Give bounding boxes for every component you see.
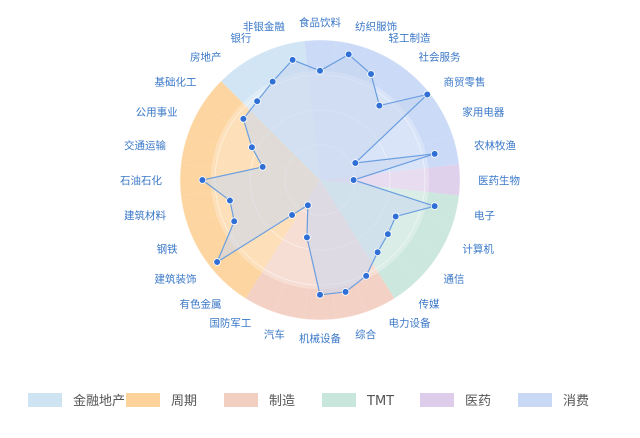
data-point-26 <box>268 77 277 86</box>
grid-ring-3 <box>179 39 461 321</box>
legend-label-0: 金融地产 <box>73 393 125 409</box>
category-label-17: 有色金属 <box>179 298 221 311</box>
data-point-20 <box>226 196 234 205</box>
category-label-1: 纺织服饰 <box>355 20 397 33</box>
category-label-4: 商贸零售 <box>444 75 486 88</box>
data-point-12 <box>362 272 370 280</box>
category-label-26: 银行 <box>230 32 251 45</box>
data-point-21 <box>198 176 207 184</box>
category-label-6: 农林牧渔 <box>474 139 516 152</box>
data-point-2 <box>367 70 375 78</box>
legend-label-1: 周期 <box>171 394 197 409</box>
category-label-11: 传媒 <box>419 298 440 311</box>
data-point-5 <box>351 159 360 167</box>
legend-swatch-0 <box>28 393 62 407</box>
category-label-18: 建筑装饰 <box>154 273 196 286</box>
data-point-13 <box>341 288 350 296</box>
category-label-25: 房地产 <box>190 50 222 63</box>
category-label-12: 电力设备 <box>389 316 431 329</box>
legend-swatch-2 <box>224 393 258 407</box>
data-point-23 <box>248 143 256 152</box>
category-label-21: 石油石化 <box>120 174 162 187</box>
legend-label-3: TMT <box>366 394 394 409</box>
legend-swatch-5 <box>518 393 552 407</box>
category-label-5: 家用电器 <box>462 105 504 118</box>
data-point-19 <box>230 217 239 226</box>
data-point-3 <box>375 101 384 110</box>
sector-bg-16 <box>245 180 320 313</box>
category-label-19: 钢铁 <box>157 243 178 256</box>
radar-series <box>198 50 439 299</box>
category-label-0: 食品饮料 <box>299 16 341 29</box>
category-label-15: 汽车 <box>264 328 285 341</box>
data-point-6 <box>430 150 439 158</box>
category-label-20: 建筑材料 <box>124 209 166 222</box>
category-label-8: 电子 <box>474 209 495 222</box>
category-label-2: 轻工制造 <box>389 32 431 45</box>
data-point-18 <box>213 258 221 266</box>
data-point-4 <box>423 90 432 99</box>
category-label-9: 计算机 <box>462 243 494 256</box>
data-point-24 <box>239 115 248 123</box>
category-label-10: 通信 <box>444 274 465 286</box>
data-point-22 <box>258 163 267 171</box>
category-label-22: 交通运输 <box>124 139 166 152</box>
category-label-13: 综合 <box>355 328 376 341</box>
legend: 金融地产 周期 制造 TMT 医药 消费 <box>28 393 589 409</box>
category-label-23: 公用事业 <box>136 105 178 118</box>
legend-swatch-3 <box>322 393 356 407</box>
data-point-15 <box>303 233 311 242</box>
category-label-16: 国防军工 <box>209 316 251 329</box>
data-point-16 <box>304 201 312 210</box>
category-label-27: 非银金融 <box>243 20 285 33</box>
category-label-24: 基础化工 <box>154 75 196 88</box>
data-point-14 <box>316 290 324 299</box>
sector-inner-7 <box>320 167 430 193</box>
data-point-9 <box>391 212 400 221</box>
legend-label-5: 消费 <box>563 394 589 409</box>
legend-swatch-1 <box>126 393 160 407</box>
category-label-3: 社会服务 <box>419 50 461 63</box>
data-point-0 <box>316 67 324 75</box>
legend-swatch-4 <box>420 393 454 407</box>
legend-label-2: 制造 <box>269 394 295 409</box>
category-label-7: 医药生物 <box>478 174 520 187</box>
data-point-10 <box>384 230 392 238</box>
category-label-14: 机械设备 <box>299 332 341 345</box>
data-point-7 <box>349 176 358 184</box>
data-point-25 <box>253 97 261 105</box>
category-labels: 食品饮料 纺织服饰轻工制造社会服务商贸零售家用电器农林牧渔医药生物电子计算机通信传… <box>120 16 520 345</box>
data-point-17 <box>288 211 296 219</box>
data-point-1 <box>344 50 353 59</box>
data-point-27 <box>288 56 297 64</box>
legend-label-4: 医药 <box>465 394 491 409</box>
data-point-11 <box>373 248 382 257</box>
data-point-8 <box>430 202 439 210</box>
